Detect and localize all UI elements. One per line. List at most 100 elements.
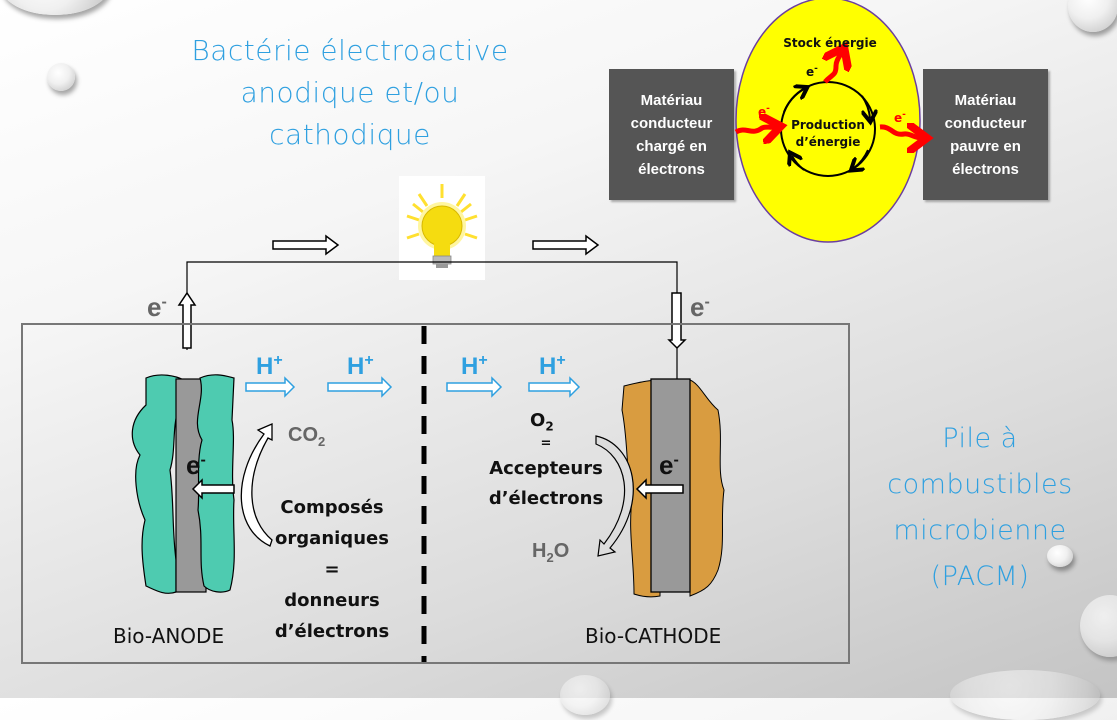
- title-line: anodique et/ou: [240, 76, 460, 109]
- o2-subscript: 2: [545, 419, 554, 434]
- production-line: Production: [791, 118, 865, 132]
- organics-label: Composés organiques = donneurs d’électro…: [262, 492, 402, 647]
- proton-text: H: [461, 353, 479, 380]
- stock-arrow-icon: [825, 52, 842, 84]
- box-line: électrons: [638, 160, 705, 178]
- plus-sign: +: [556, 352, 566, 369]
- proton-arrow-icon: [446, 376, 503, 398]
- minus-sign: -: [161, 293, 167, 311]
- plus-sign: +: [273, 352, 283, 369]
- co2-subscript: 2: [318, 434, 326, 449]
- water-drop-decoration: [1047, 545, 1073, 567]
- production-line: d’énergie: [795, 135, 861, 149]
- bio-anode-label: Bio-ANODE: [113, 624, 225, 648]
- o2-label: O2: [530, 410, 554, 434]
- title-line: cathodique: [269, 118, 431, 151]
- minus-sign: -: [902, 110, 906, 120]
- energy-cycle-diagram: [734, 0, 1070, 243]
- inset-electron-in-label: e-: [758, 104, 770, 119]
- electron-text: e: [659, 450, 674, 480]
- diagram-title: Bactérie électroactive anodique et/ou ca…: [150, 30, 550, 156]
- cell-container: [21, 323, 850, 664]
- acceptors-label: = Accepteurs d’électrons: [476, 432, 616, 514]
- stock-electron-label: e-: [806, 64, 818, 79]
- poor-conductor-box: Matériau conducteur pauvre en électrons: [923, 69, 1048, 200]
- proton-arrow-icon: [327, 376, 393, 398]
- organics-line: organiques: [275, 528, 389, 549]
- anode-biofilm-right: [196, 374, 235, 593]
- inset-electron-out-label: e-: [894, 110, 906, 125]
- anode-electron-arrow-icon: [191, 478, 235, 500]
- cathode-wire-electron-label: e-: [690, 292, 710, 323]
- cycle-arrow-icon: [792, 156, 805, 171]
- organics-line: d’électrons: [274, 621, 390, 642]
- electron-text: e: [690, 292, 705, 322]
- anode-electron-label: e+-: [186, 450, 206, 481]
- electron-text: e: [806, 65, 815, 79]
- electron-out-arrow-icon: [879, 127, 922, 138]
- h2o-text: H: [532, 540, 547, 562]
- electron-up-arrow-icon: [177, 291, 197, 349]
- proton-label: H+: [461, 352, 488, 381]
- plus-sign: +: [478, 352, 488, 369]
- cycle-arrow-icon: [861, 95, 870, 118]
- h2o-label: H2O: [532, 540, 569, 565]
- stock-energy-label: Stock énergie: [783, 36, 877, 50]
- electron-text: e: [894, 111, 903, 125]
- box-line: conducteur: [630, 114, 713, 132]
- minus-sign: -: [200, 451, 206, 469]
- current-arrow-icon: [532, 234, 600, 256]
- box-line: pauvre en: [950, 137, 1021, 155]
- cycle-arrow-icon: [783, 89, 804, 113]
- water-drop-decoration: [47, 63, 75, 91]
- title-line: Bactérie électroactive: [191, 34, 509, 67]
- production-label: Production d’énergie: [778, 117, 878, 151]
- o2-text: O: [530, 410, 546, 431]
- box-line: chargé en: [636, 137, 707, 155]
- h2o-subscript: 2: [546, 550, 554, 565]
- co2-text: CO: [288, 424, 318, 446]
- bacterium-ellipse: [735, 0, 921, 243]
- anode-wire-electron-label: e-: [147, 292, 167, 323]
- proton-arrows: [245, 376, 581, 398]
- bio-cathode-label: Bio-CATHODE: [585, 624, 722, 648]
- proton-arrow-icon: [245, 376, 296, 398]
- side-title-line: combustibles: [887, 469, 1073, 500]
- electron-in-arrow-icon: [734, 127, 776, 132]
- electron-down-arrow-icon: [667, 292, 687, 350]
- acceptors-line: =: [540, 436, 552, 451]
- current-arrow-icon: [272, 234, 340, 256]
- box-line: conducteur: [944, 114, 1027, 132]
- acceptors-line: d’électrons: [488, 488, 604, 509]
- cathode-electron-arrow-icon: [635, 478, 684, 500]
- proton-text: H: [539, 353, 557, 380]
- minus-sign: -: [673, 451, 679, 469]
- proton-label: H+: [539, 352, 566, 381]
- side-title-line: Pile à: [942, 423, 1018, 454]
- rich-conductor-box: Matériau conducteur chargé en électrons: [609, 69, 734, 200]
- side-title: Pile à combustibles microbienne (PACM): [870, 416, 1090, 600]
- proton-text: H: [347, 353, 365, 380]
- organics-line: donneurs: [284, 590, 380, 611]
- box-line: électrons: [952, 160, 1019, 178]
- fuel-cell-diagram: [21, 234, 850, 664]
- electron-text: e: [147, 292, 162, 322]
- organics-to-co2-arrow-icon: [240, 423, 273, 547]
- side-title-line: (PACM): [930, 561, 1030, 592]
- o2-to-h2o-arrow-icon: [595, 435, 634, 557]
- proton-label: H+: [347, 352, 374, 381]
- cycle-arrow-icon: [854, 149, 869, 168]
- electron-text: e: [758, 105, 767, 119]
- minus-sign: -: [766, 104, 770, 114]
- proton-arrow-icon: [528, 376, 581, 398]
- organics-line: Composés: [280, 497, 384, 518]
- box-line: Matériau: [954, 91, 1017, 109]
- side-title-line: microbienne: [893, 515, 1067, 546]
- co2-label: CO2: [288, 424, 325, 449]
- organics-line: =: [324, 559, 340, 580]
- light-bulb-icon: [399, 176, 485, 280]
- cathode-biofilm: [689, 379, 725, 597]
- minus-sign: -: [814, 64, 818, 74]
- electron-text: e: [186, 450, 201, 480]
- cathode-electron-label: e-: [659, 450, 679, 481]
